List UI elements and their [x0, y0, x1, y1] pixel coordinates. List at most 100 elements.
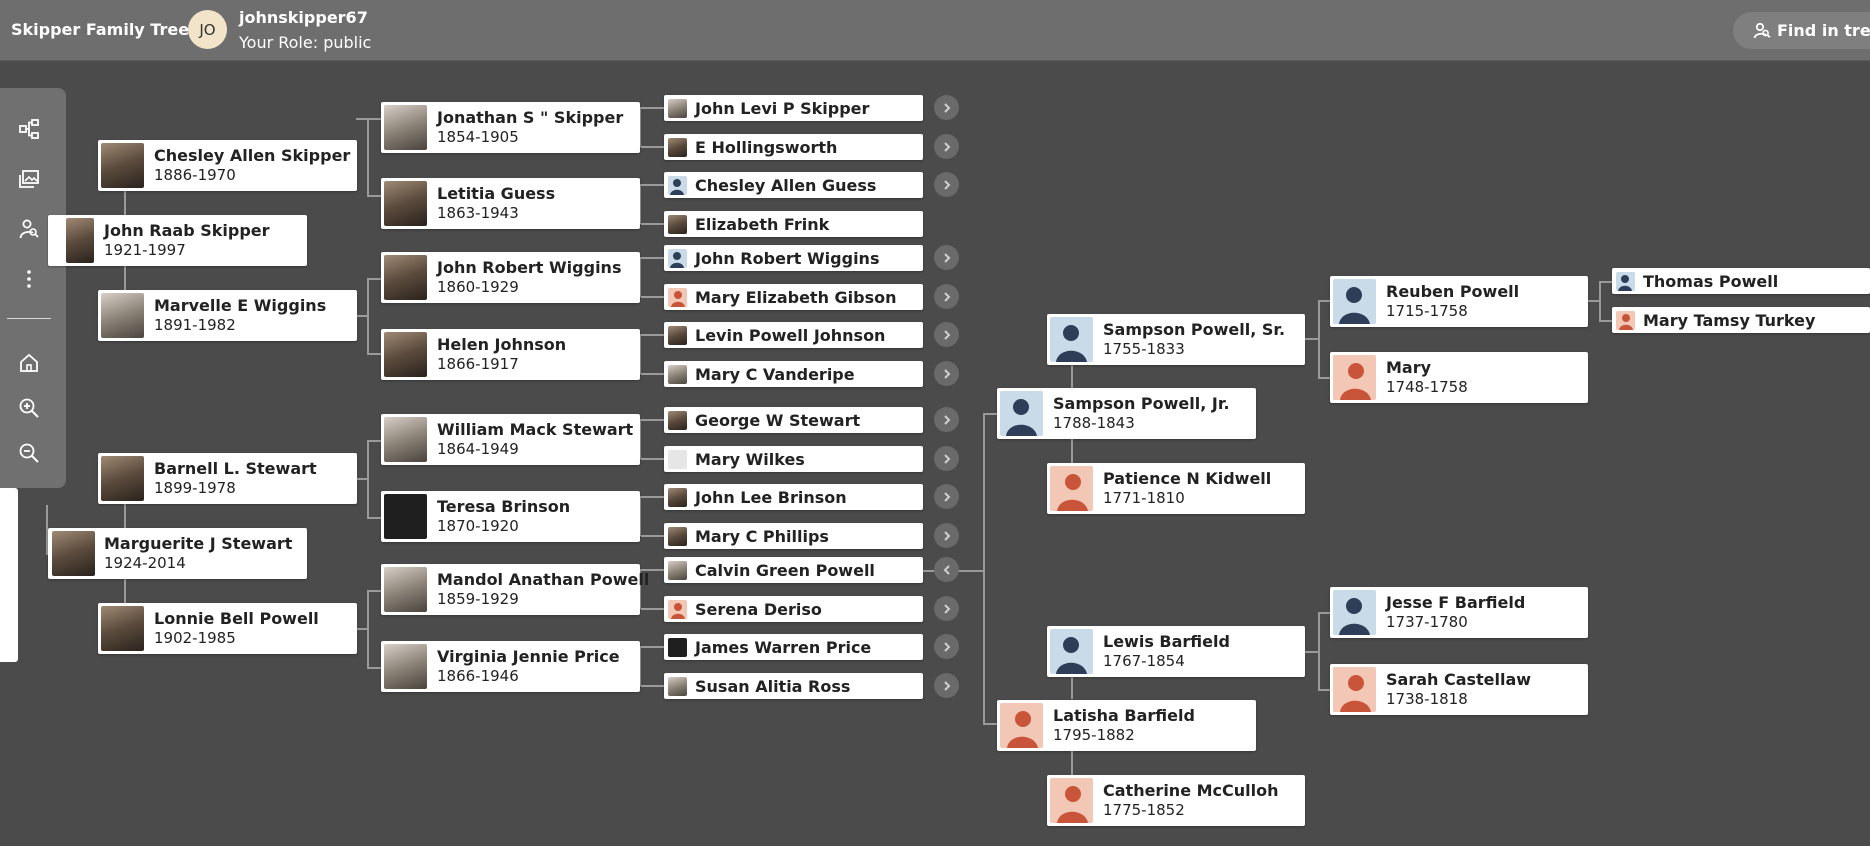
person-card-elizabeth-frink[interactable]: Elizabeth Frink [664, 211, 923, 237]
person-card-chesley-allen-guess[interactable]: Chesley Allen Guess [664, 172, 923, 198]
gallery-button[interactable] [16, 166, 42, 192]
person-card-calvin-green-powell[interactable]: Calvin Green Powell [664, 557, 923, 583]
person-card-letitia-guess[interactable]: Letitia Guess 1863-1943 [381, 178, 640, 229]
person-card-george-w-stewart[interactable]: George W Stewart [664, 407, 923, 433]
person-card-lewis-barfield[interactable]: Lewis Barfield 1767-1854 [1047, 626, 1305, 677]
person-name: George W Stewart [695, 411, 861, 430]
pedigree-icon [19, 119, 39, 139]
person-dates: 1870-1920 [437, 517, 519, 535]
person-name: Sampson Powell, Jr. [1053, 394, 1230, 413]
person-card-barnell-l-stewart[interactable]: Barnell L. Stewart 1899-1978 [98, 453, 357, 504]
person-card-susan-alitia-ross[interactable]: Susan Alitia Ross [664, 673, 923, 699]
person-card-marvelle-e-wiggins[interactable]: Marvelle E Wiggins 1891-1982 [98, 290, 357, 341]
person-card-patience-n-kidwell[interactable]: Patience N Kidwell 1771-1810 [1047, 463, 1305, 514]
person-card-helen-johnson[interactable]: Helen Johnson 1866-1917 [381, 329, 640, 380]
expand-ancestors-button[interactable] [934, 523, 959, 548]
person-card-latisha-barfield[interactable]: Latisha Barfield 1795-1882 [997, 700, 1256, 751]
person-name: Mary Tamsy Turkey [1643, 311, 1816, 330]
person-card-levin-powell-johnson[interactable]: Levin Powell Johnson [664, 322, 923, 348]
person-card-john-lee-brinson[interactable]: John Lee Brinson [664, 484, 923, 510]
zoom-in-button[interactable] [16, 395, 42, 421]
person-card-mary-elizabeth-gibson[interactable]: Mary Elizabeth Gibson [664, 284, 923, 310]
male-placeholder-icon [1616, 272, 1635, 291]
person-card-sarah-castellaw[interactable]: Sarah Castellaw 1738-1818 [1330, 664, 1588, 715]
chevron-right-icon [943, 414, 950, 425]
person-name: Elizabeth Frink [695, 215, 830, 234]
person-card-sampson-powell-jr[interactable]: Sampson Powell, Jr. 1788-1843 [997, 388, 1256, 439]
female-placeholder-icon [1000, 703, 1043, 748]
expand-ancestors-button[interactable] [934, 284, 959, 309]
person-card-thomas-powell[interactable]: Thomas Powell [1612, 268, 1870, 294]
person-card-mary-c-vanderipe[interactable]: Mary C Vanderipe [664, 361, 923, 387]
person-card-mary[interactable]: Mary 1748-1758 [1330, 352, 1588, 403]
home-button[interactable] [16, 350, 42, 376]
search-person-button[interactable] [16, 216, 42, 242]
expand-ancestors-button[interactable] [934, 484, 959, 509]
chevron-right-icon [943, 530, 950, 541]
person-card-marguerite-j-stewart[interactable]: Marguerite J Stewart 1924-2014 [48, 528, 307, 579]
expand-ancestors-button[interactable] [934, 172, 959, 197]
person-card-jonathan-s-skipper[interactable]: Jonathan S " Skipper 1854-1905 [381, 102, 640, 153]
person-name: Susan Alitia Ross [695, 677, 851, 696]
person-card-mary-c-phillips[interactable]: Mary C Phillips [664, 523, 923, 549]
expand-ancestors-button[interactable] [934, 673, 959, 698]
person-card-virginia-jennie-price[interactable]: Virginia Jennie Price 1866-1946 [381, 641, 640, 692]
expand-ancestors-button[interactable] [934, 245, 959, 270]
person-card-john-robert-wiggins-sr[interactable]: John Robert Wiggins [664, 245, 923, 271]
person-card-john-raab-skipper[interactable]: John Raab Skipper 1921-1997 [48, 215, 307, 266]
expand-ancestors-button[interactable] [934, 407, 959, 432]
person-dates: 1902-1985 [154, 629, 236, 647]
chevron-right-icon [943, 252, 950, 263]
person-dates: 1899-1978 [154, 479, 236, 497]
person-photo [101, 606, 144, 651]
person-name: John Levi P Skipper [695, 99, 870, 118]
person-card-mandol-anathan-powell[interactable]: Mandol Anathan Powell 1859-1929 [381, 564, 649, 615]
person-card-serena-deriso[interactable]: Serena Deriso [664, 596, 923, 622]
person-card-catherine-mcculloh[interactable]: Catherine McCulloh 1775-1852 [1047, 775, 1305, 826]
person-card-lonnie-bell-powell[interactable]: Lonnie Bell Powell 1902-1985 [98, 603, 357, 654]
female-placeholder-icon [1050, 466, 1093, 511]
person-card-mary-wilkes[interactable]: Mary Wilkes [664, 446, 923, 472]
person-card-jesse-f-barfield[interactable]: Jesse F Barfield 1737-1780 [1330, 587, 1588, 638]
user-avatar[interactable]: JO [188, 10, 227, 49]
chevron-right-icon [943, 641, 950, 652]
person-card-e-hollingsworth[interactable]: E Hollingsworth [664, 134, 923, 160]
expand-ancestors-button[interactable] [934, 95, 959, 120]
person-card-john-robert-wiggins[interactable]: John Robert Wiggins 1860-1929 [381, 252, 640, 303]
person-card-reuben-powell[interactable]: Reuben Powell 1715-1758 [1330, 276, 1588, 327]
more-options-button[interactable] [16, 266, 42, 292]
person-dates: 1715-1758 [1386, 302, 1468, 320]
person-dates: 1921-1997 [104, 241, 186, 259]
chevron-right-icon [943, 680, 950, 691]
expand-ancestors-button[interactable] [934, 596, 959, 621]
expand-ancestors-button[interactable] [934, 361, 959, 386]
person-name: Jonathan S " Skipper [437, 108, 624, 127]
person-dates: 1737-1780 [1386, 613, 1468, 631]
person-search-icon [19, 219, 39, 239]
chevron-right-icon [943, 453, 950, 464]
pedigree-view-button[interactable] [16, 116, 42, 142]
person-name: John Raab Skipper [104, 221, 270, 240]
username: johnskipper67 [239, 8, 368, 27]
person-card-william-mack-stewart[interactable]: William Mack Stewart 1864-1949 [381, 414, 640, 465]
person-card-sampson-powell-sr[interactable]: Sampson Powell, Sr. 1755-1833 [1047, 314, 1305, 365]
expand-ancestors-button[interactable] [934, 322, 959, 347]
find-in-tree-button[interactable]: Find in tree [1733, 12, 1870, 49]
person-name: Patience N Kidwell [1103, 469, 1272, 488]
person-card-james-warren-price[interactable]: James Warren Price [664, 634, 923, 660]
person-card-teresa-brinson[interactable]: Teresa Brinson 1870-1920 [381, 491, 640, 542]
gallery-icon [19, 170, 39, 188]
chevron-right-icon [943, 603, 950, 614]
chevron-right-icon [943, 102, 950, 113]
person-card-mary-tamsy-turkey[interactable]: Mary Tamsy Turkey [1612, 307, 1870, 333]
expand-ancestors-button[interactable] [934, 446, 959, 471]
person-name: Mary C Vanderipe [695, 365, 855, 384]
person-dates: 1866-1917 [437, 355, 519, 373]
person-card-chesley-allen-skipper[interactable]: Chesley Allen Skipper 1886-1970 [98, 140, 357, 191]
expand-ancestors-button[interactable] [934, 134, 959, 159]
expand-ancestors-button[interactable] [934, 634, 959, 659]
zoom-out-button[interactable] [16, 440, 42, 466]
collapse-ancestors-button[interactable] [934, 557, 959, 582]
person-card-john-levi-p-skipper[interactable]: John Levi P Skipper [664, 95, 923, 121]
person-name: Teresa Brinson [437, 497, 571, 516]
